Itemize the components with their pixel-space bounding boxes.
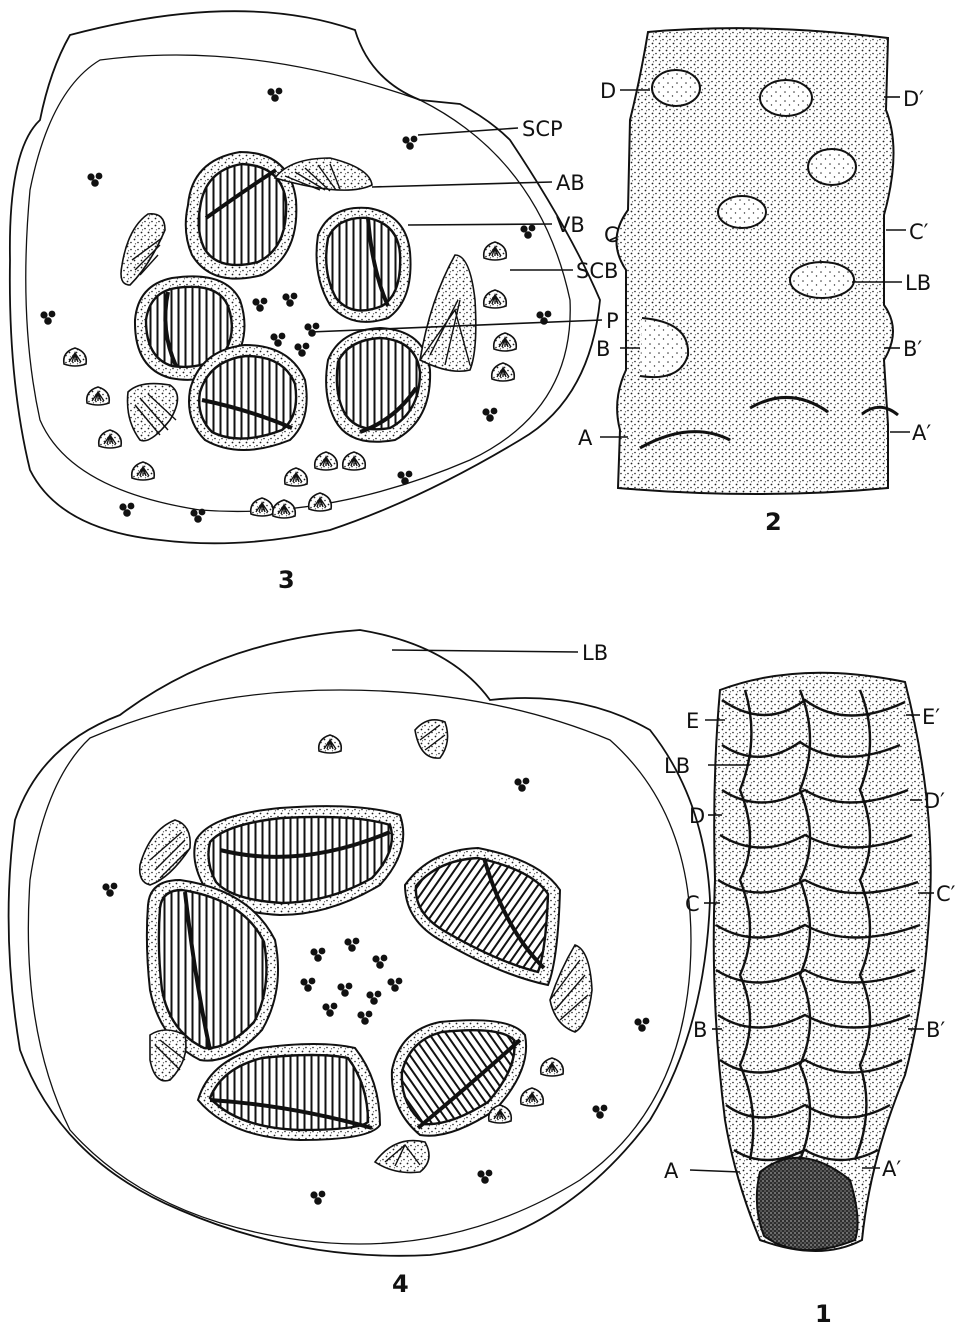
fig4-leader-line-lb <box>392 650 578 652</box>
fig1-label-d-prime: D′ <box>924 789 945 813</box>
fig2-label-d: D <box>600 79 616 103</box>
leaf-base-icon <box>652 70 700 106</box>
leaf-base-icon <box>415 720 448 758</box>
figure-4-cross-section: LB 4 <box>9 630 710 1298</box>
fig3-label-scb: SCB <box>576 259 618 283</box>
leaf-base-icon <box>140 820 190 885</box>
leaf-base-icon <box>790 262 854 298</box>
fig4-outer-outline-b <box>28 690 691 1244</box>
fig1-label-e-prime: E′ <box>922 705 940 729</box>
fig1-number: 1 <box>815 1300 832 1328</box>
fig1-label-c-prime: C′ <box>936 882 956 906</box>
fig2-label-a-prime: A′ <box>912 421 931 445</box>
figure-3-cross-section: SCP AB VB C SCB P 3 <box>10 11 634 594</box>
fig3-label-vb: VB <box>556 213 585 237</box>
fig3-label-scp: SCP <box>522 117 563 141</box>
leaf-base-icon <box>150 1030 186 1081</box>
fig4-label-lb: LB <box>582 641 608 665</box>
fig3-label-ab: AB <box>556 171 585 195</box>
leaf-base-icon <box>420 255 476 371</box>
fig3-outer-outline-a <box>10 11 600 543</box>
fig2-label-lb: LB <box>905 271 931 295</box>
vascular-bundle-icon <box>326 328 430 442</box>
vascular-bundle-icon <box>189 345 307 450</box>
fig3-number: 3 <box>278 566 295 594</box>
fig1-label-e: E <box>686 709 699 733</box>
fig1-label-d: D <box>689 804 705 828</box>
fig1-label-a: A <box>664 1159 679 1183</box>
fig2-label-a: A <box>578 426 593 450</box>
fig2-label-b: B <box>596 337 610 361</box>
fig2-label-d-prime: D′ <box>903 87 924 111</box>
leaf-base-icon <box>121 214 165 285</box>
leaf-base-icon <box>128 384 178 441</box>
fig1-label-a-prime: A′ <box>882 1157 901 1181</box>
fig1-label-b: B <box>693 1018 707 1042</box>
fig3-label-p: P <box>606 309 619 333</box>
fig1-label-lb: LB <box>664 754 690 778</box>
leaf-base-icon <box>808 149 856 185</box>
figure-1-stem-exterior: E E′ LB D D′ C C′ B B′ A A′ 1 <box>664 673 956 1328</box>
leaf-base-icon <box>718 196 766 228</box>
fig4-number: 4 <box>392 1270 409 1298</box>
vascular-bundle-icon <box>317 208 411 322</box>
leaf-base-icon <box>375 1141 429 1173</box>
fig1-label-c: C <box>685 892 700 916</box>
vascular-bundle-icon <box>405 848 560 985</box>
fig2-number: 2 <box>765 508 782 536</box>
figure-2-stem-surface: D D′ C′ LB B B′ A A′ 2 <box>578 28 931 536</box>
leaf-base-icon <box>550 945 592 1032</box>
fig2-label-b-prime: B′ <box>903 337 922 361</box>
leaf-base-icon <box>760 80 812 116</box>
vascular-bundle-icon <box>186 152 297 279</box>
vascular-bundle-icon <box>198 1044 380 1140</box>
fig1-label-b-prime: B′ <box>926 1018 945 1042</box>
fig4-outer-outline-a <box>9 630 710 1256</box>
fig2-label-c-prime: C′ <box>909 220 929 244</box>
